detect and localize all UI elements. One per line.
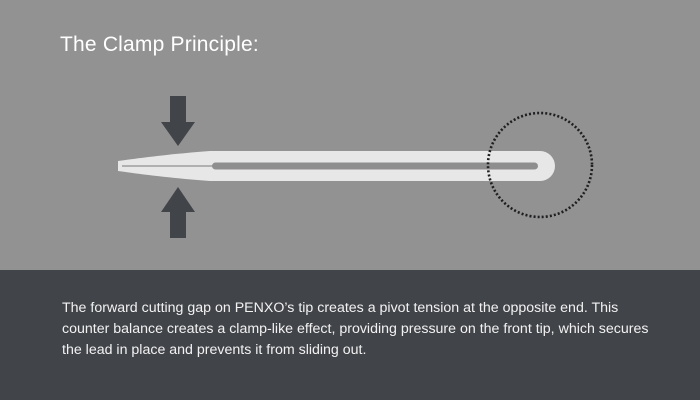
diagram-panel: The Clamp Principle: xyxy=(0,0,700,270)
tip-slot xyxy=(212,162,538,170)
pressure-arrow-up-icon xyxy=(161,187,195,238)
description-text: The forward cutting gap on PENXO’s tip c… xyxy=(62,300,649,358)
description-panel: The forward cutting gap on PENXO’s tip c… xyxy=(0,270,700,400)
pivot-point-circle xyxy=(486,111,594,219)
clamp-diagram xyxy=(118,96,594,238)
pressure-arrow-down-icon xyxy=(161,96,195,146)
page-title: The Clamp Principle: xyxy=(60,33,259,56)
